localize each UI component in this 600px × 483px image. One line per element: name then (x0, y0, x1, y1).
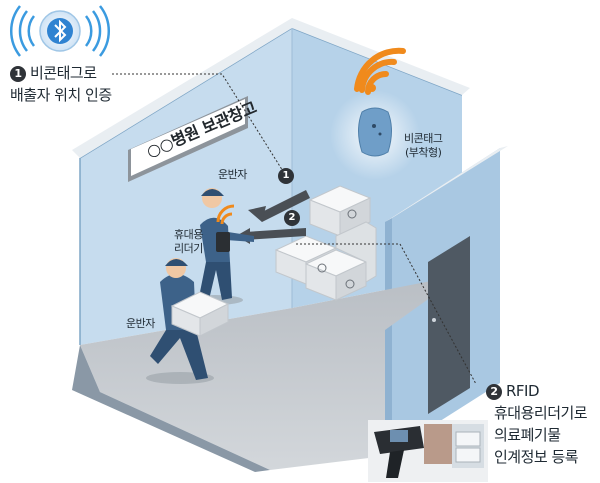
worker-front-label: 운반자 (126, 317, 155, 330)
beacon-label: 비콘태그 (부착형) (404, 132, 443, 160)
step-2-number: 2 (288, 212, 296, 223)
reader-label-line2: 리더기 (174, 242, 203, 255)
step-1-badge (278, 168, 294, 184)
callout-2-line1: 휴대용리더기로 (494, 404, 588, 422)
callout-1-line1: 비콘태그로 (30, 64, 97, 82)
reader-label: 휴대용 리더기 (174, 228, 203, 256)
worker-back-label: 운반자 (218, 168, 247, 181)
beacon-wifi-icon (354, 47, 406, 95)
step-2-badge (284, 210, 300, 226)
medical-waste-boxes (274, 185, 377, 301)
worker-front (146, 258, 230, 384)
callout-2-line2: 의료폐기물 (494, 426, 561, 444)
callout-2-line3: 인계정보 등록 (494, 448, 579, 466)
bluetooth-icon (10, 5, 110, 57)
beacon-label-line2: (부착형) (405, 146, 442, 159)
callout-2-number: 2 (486, 384, 502, 400)
warehouse-sign (128, 96, 248, 182)
callout-1-number: 1 (10, 66, 26, 82)
rfid-reader-photo (368, 420, 488, 482)
callout-2-title: RFID (506, 382, 540, 400)
reader-label-line1: 휴대용 (174, 228, 203, 241)
step-1-number: 1 (282, 170, 290, 181)
storage-door (428, 236, 470, 414)
beacon-label-line1: 비콘태그 (404, 132, 443, 145)
beacon-tag (330, 90, 420, 180)
leader-lines (112, 73, 477, 385)
callout-1-line2: 배출자 위치 인증 (10, 86, 112, 104)
